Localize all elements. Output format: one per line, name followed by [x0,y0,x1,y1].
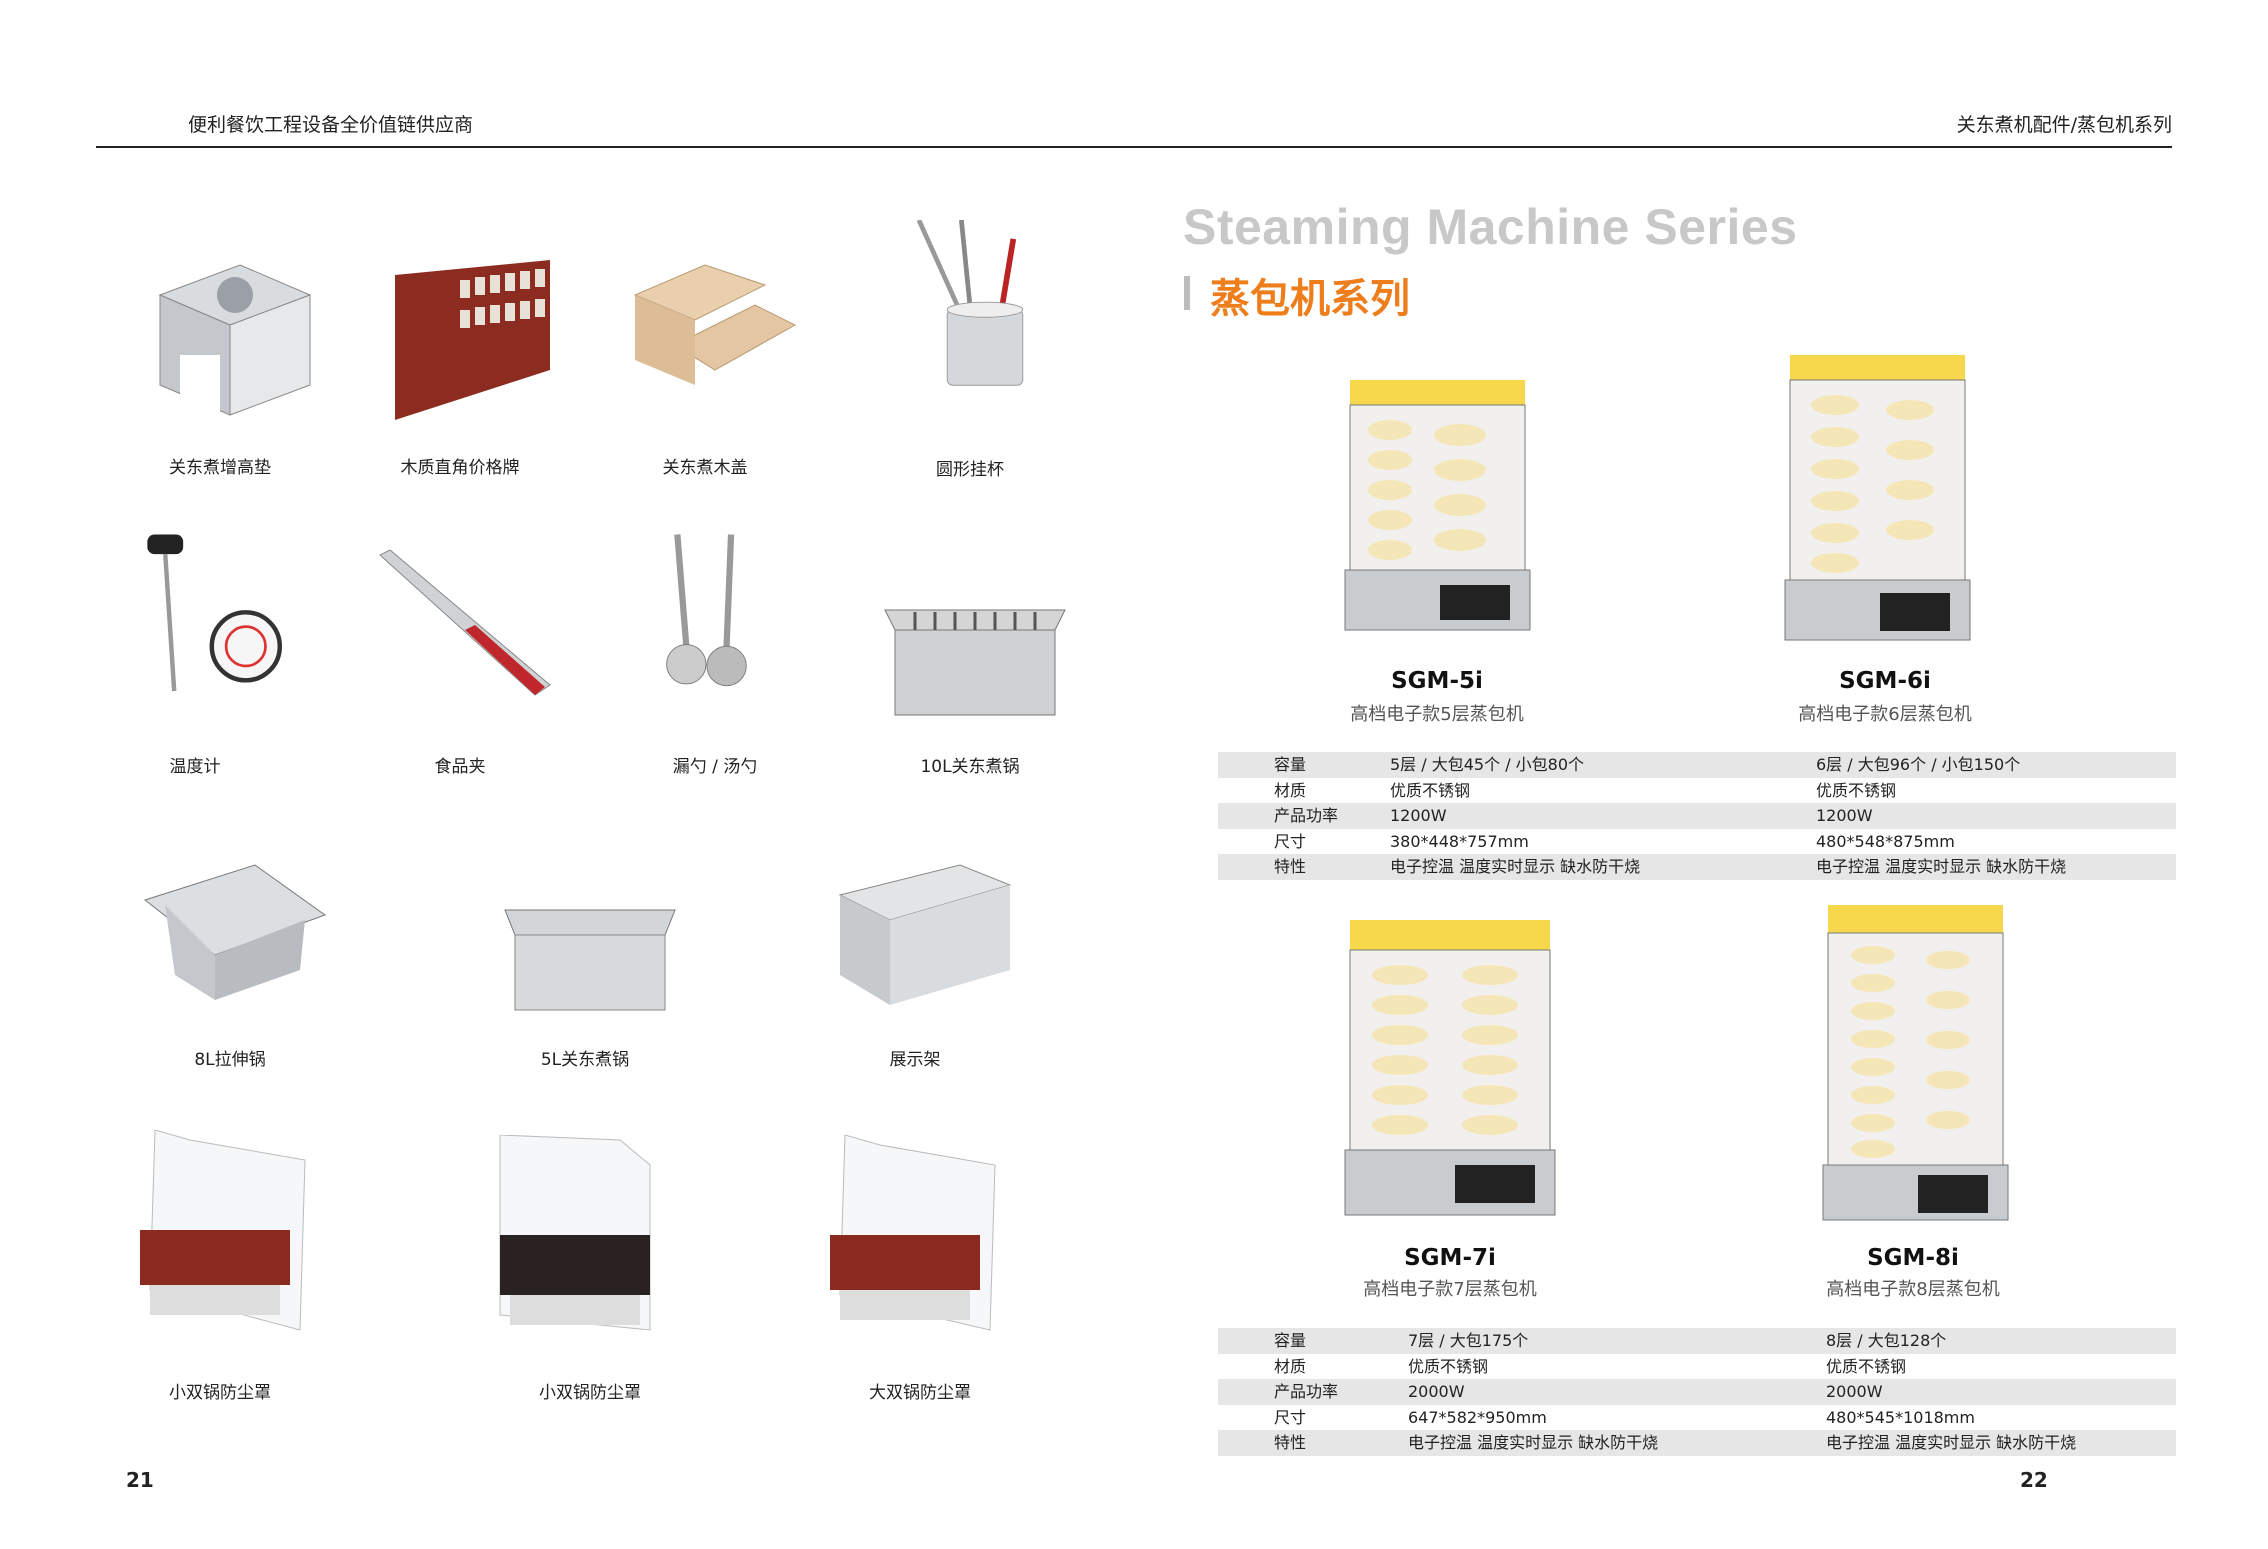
spec-row: 容量 5层 / 大包45个 / 小包80个 6层 / 大包96个 / 小包150个 [1218,752,2176,778]
spec-value: 480*548*875mm [1816,831,1955,851]
pot-10l-icon [875,575,1075,745]
spec-table: 容量 7层 / 大包175个 8层 / 大包128个 材质 优质不锈钢 优质不锈钢 产品… [1218,1328,2176,1456]
spec-value: 优质不锈钢 [1408,1356,1489,1376]
spec-value: 优质不锈钢 [1390,780,1471,800]
accessory-label: 关东煮木盖 [662,458,748,478]
ladle-icon [640,530,840,700]
thermometer-icon [110,530,310,700]
spec-value: 电子控温 温度实时显示 缺水防干烧 [1390,857,1641,876]
series-title-cn: 蒸包机系列 [1210,276,1410,322]
spec-row: 材质 优质不锈钢 优质不锈钢 [1218,1354,2176,1380]
page-number-left: 21 [126,1468,154,1492]
accessory-label: 食品夹 [434,757,486,777]
spec-label: 产品功率 [1274,1382,1339,1401]
spec-label: 材质 [1274,1356,1307,1376]
dust-cover-icon [490,1135,670,1340]
accessory-label: 8L拉伸锅 [194,1050,266,1070]
model-description: 高档电子款8层蒸包机 [1826,1279,2000,1300]
spec-row: 特性 电子控温 温度实时显示 缺水防干烧 电子控温 温度实时显示 缺水防干烧 [1218,854,2176,880]
spec-value: 480*545*1018mm [1826,1407,1975,1427]
spec-label: 材质 [1274,780,1307,800]
spec-label: 产品功率 [1274,806,1339,825]
accessory-label: 10L关东煮锅 [920,757,1020,777]
pot-8l-icon [135,850,335,1020]
round-hanging-cup-icon [885,220,1085,390]
spec-value: 1200W [1390,806,1447,825]
spec-value: 7层 / 大包175个 [1408,1331,1529,1350]
spec-row: 容量 7层 / 大包175个 8层 / 大包128个 [1218,1328,2176,1354]
spec-value: 5层 / 大包45个 / 小包80个 [1390,755,1585,774]
accessory-label: 圆形挂杯 [936,460,1004,480]
steamer-machine-image [1780,355,1975,645]
steamer-machine-image [1340,380,1535,640]
spec-value: 647*582*950mm [1408,1407,1547,1427]
model-description: 高档电子款6层蒸包机 [1798,704,1972,725]
spec-row: 产品功率 2000W 2000W [1218,1379,2176,1405]
accessory-label: 展示架 [889,1050,941,1070]
spec-value: 电子控温 温度实时显示 缺水防干烧 [1826,1433,2077,1452]
spec-label: 尺寸 [1274,1407,1307,1427]
model-name: SGM-7i [1404,1245,1496,1271]
display-rack-icon [830,845,1030,1015]
stand-riser-icon [130,255,330,425]
header-right-text: 关东煮机配件/蒸包机系列 [1956,114,2172,136]
model-name: SGM-6i [1839,668,1931,694]
accessory-label: 关东煮增高垫 [169,458,271,478]
pot-5l-icon [490,870,690,1040]
spec-value: 2000W [1826,1382,1883,1401]
accessory-label: 漏勺 / 汤勺 [672,757,758,777]
spec-row: 材质 优质不锈钢 优质不锈钢 [1218,778,2176,804]
spec-value: 优质不锈钢 [1816,780,1897,800]
spec-value: 6层 / 大包96个 / 小包150个 [1816,755,2021,774]
food-tongs-icon [365,545,565,715]
page-number-right: 22 [2020,1468,2048,1492]
header-left-text: 便利餐饮工程设备全价值链供应商 [188,114,474,136]
spec-label: 尺寸 [1274,831,1307,851]
spec-row: 尺寸 380*448*757mm 480*548*875mm [1218,829,2176,855]
model-name: SGM-5i [1391,668,1483,694]
spec-value: 电子控温 温度实时显示 缺水防干烧 [1408,1433,1659,1452]
accessory-label: 5L关东煮锅 [540,1050,630,1070]
title-accent-bar [1184,276,1190,310]
steamer-machine-image [1818,905,2013,1225]
spec-label: 容量 [1274,755,1307,774]
steamer-machine-image [1340,920,1560,1220]
spec-value: 1200W [1816,806,1873,825]
spec-row: 尺寸 647*582*950mm 480*545*1018mm [1218,1405,2176,1431]
spec-label: 特性 [1274,1433,1307,1452]
accessory-label: 大双锅防尘罩 [869,1383,971,1403]
spec-label: 特性 [1274,857,1307,876]
accessory-label: 小双锅防尘罩 [169,1383,271,1403]
spec-row: 特性 电子控温 温度实时显示 缺水防干烧 电子控温 温度实时显示 缺水防干烧 [1218,1430,2176,1456]
spec-value: 8层 / 大包128个 [1826,1331,1947,1350]
series-title-en: Steaming Machine Series [1183,199,1798,255]
spec-value: 2000W [1408,1382,1465,1401]
model-description: 高档电子款7层蒸包机 [1363,1279,1537,1300]
spec-value: 电子控温 温度实时显示 缺水防干烧 [1816,857,2067,876]
accessory-label: 木质直角价格牌 [400,458,520,478]
header-divider [96,146,2172,148]
spec-value: 优质不锈钢 [1826,1356,1907,1376]
dust-cover-icon [820,1135,1000,1340]
accessory-label: 小双锅防尘罩 [539,1383,641,1403]
accessory-label: 温度计 [169,757,221,777]
dust-cover-icon [130,1130,310,1340]
spec-row: 产品功率 1200W 1200W [1218,803,2176,829]
spec-label: 容量 [1274,1331,1307,1350]
model-description: 高档电子款5层蒸包机 [1350,704,1524,725]
wood-lid-icon [625,235,825,405]
wood-price-board-icon [390,255,590,425]
spec-value: 380*448*757mm [1390,831,1529,851]
model-name: SGM-8i [1867,1245,1959,1271]
